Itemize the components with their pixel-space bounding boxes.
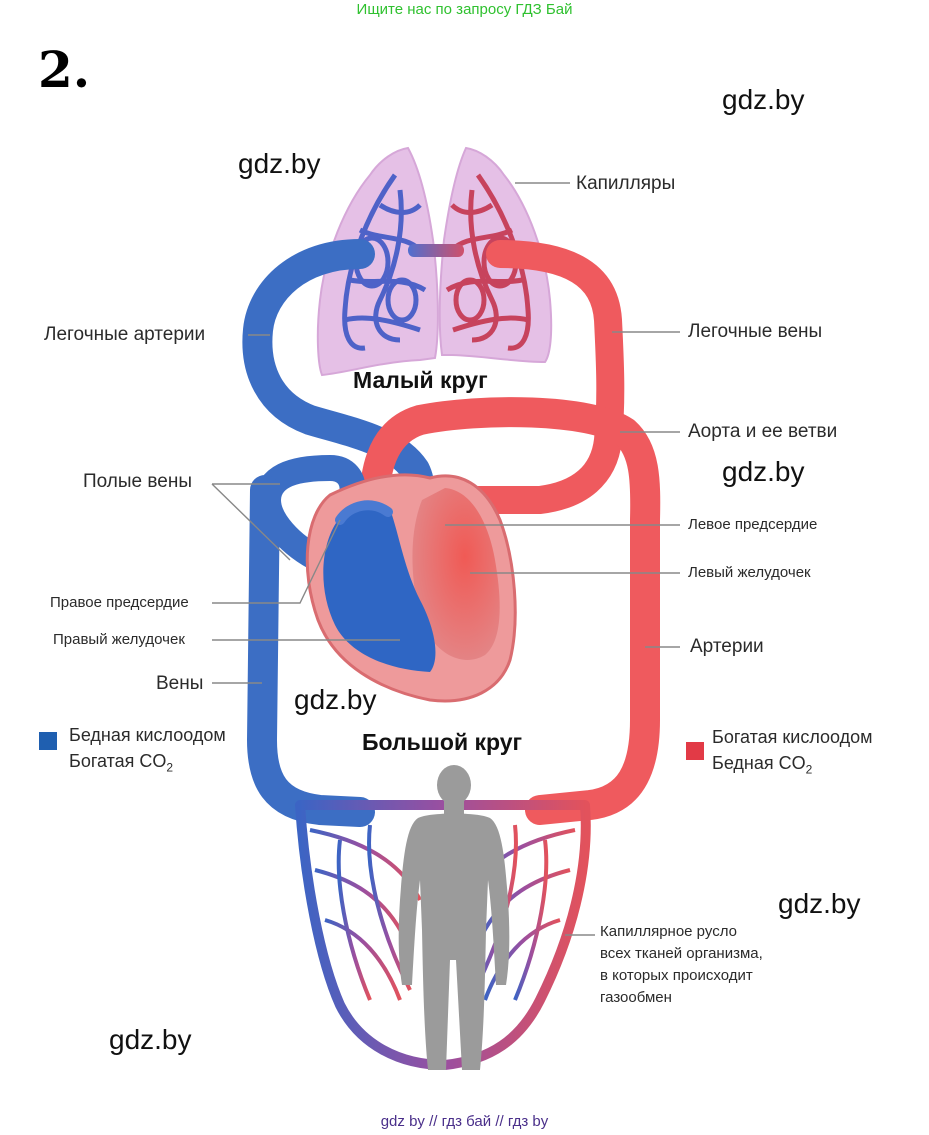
label-right-atrium: Правое предсердие [50, 594, 189, 611]
pulmonary-circuit-title: Малый круг [353, 367, 488, 393]
label-left-atrium: Левое предсердие [688, 516, 818, 533]
lungs [316, 146, 553, 377]
watermark: gdz.by [722, 84, 805, 115]
label-pulmonary-arteries: Легочные артерии [44, 324, 206, 345]
capillary-bed-line: в которых происходит [600, 967, 753, 984]
label-vena-cava: Полые вены [83, 471, 192, 492]
watermark: gdz.by [238, 148, 321, 179]
legend-rich-line1: Богатая кислоодом [712, 727, 873, 747]
label-arteries: Артерии [690, 636, 764, 657]
vena-cava-loop [254, 454, 366, 573]
label-left-ventricle: Левый желудочек [688, 564, 811, 581]
top-banner[interactable]: Ищите нас по запросу ГДЗ Бай [356, 1, 573, 18]
problem-number: 2. [38, 40, 91, 99]
pulmonary-vein-loop [426, 240, 625, 514]
capillary-bed-line: газообмен [600, 989, 672, 1006]
label-aorta: Аорта и ее ветви [688, 421, 838, 442]
footer-links[interactable]: gdz by // гдз бай // гдз by [380, 1113, 549, 1130]
watermark: gdz.by [778, 888, 861, 919]
systemic-circuit-title: Большой круг [362, 729, 523, 755]
watermark: gdz.by [722, 456, 805, 487]
human-silhouette [398, 765, 510, 1070]
heart [305, 473, 517, 703]
capillary-bed-line: всех тканей организма, [600, 945, 763, 962]
label-capillary-bed: Капиллярное русло всех тканей организма,… [600, 921, 763, 1009]
aorta-arch [359, 397, 661, 825]
label-capillaries: Капилляры [576, 173, 676, 194]
leader-lines [211, 182, 680, 936]
legend-rich-line2: Бедная CO2 [712, 753, 813, 777]
legend-swatch-blue [39, 732, 57, 750]
watermark: gdz.by [109, 1024, 192, 1055]
legend-swatch-red [686, 742, 704, 760]
legend-poor-line1: Бедная кислоодом [69, 725, 226, 745]
label-veins: Вены [156, 673, 204, 694]
label-right-ventricle: Правый желудочек [53, 631, 185, 648]
watermark: gdz.by [294, 684, 377, 715]
label-pulmonary-veins: Легочные вены [688, 321, 823, 342]
capillary-bed-line: Капиллярное русло [600, 923, 737, 940]
legend-poor-line2: Богатая CO2 [69, 751, 174, 775]
